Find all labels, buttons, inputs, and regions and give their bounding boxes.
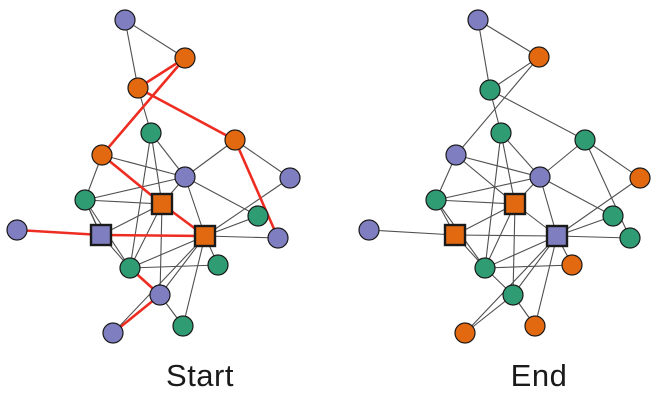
edge-a-b <box>124 19 186 59</box>
green-circle-node-l <box>602 205 624 227</box>
purple-circle-node-k <box>6 219 28 241</box>
orange-circle-node-c <box>127 77 149 99</box>
green-circle-node-d <box>140 122 162 144</box>
orange-circle-node-f <box>224 129 246 151</box>
orange-circle-node-t <box>454 322 476 344</box>
edge-b-e <box>455 56 540 156</box>
end-caption: End <box>510 358 568 393</box>
edge-g-l <box>539 176 614 217</box>
edge-n-p <box>484 235 558 269</box>
edge-n-s <box>534 235 558 327</box>
orange-square-node-i <box>503 192 527 216</box>
edge-i-r <box>512 203 516 296</box>
orange-circle-node-b <box>174 47 196 69</box>
green-circle-node-p <box>474 257 496 279</box>
edge-d-p <box>484 132 502 269</box>
green-circle-node-f <box>574 129 596 151</box>
orange-square-node-m <box>443 223 467 247</box>
green-circle-node-l <box>247 205 269 227</box>
edge-h-i <box>84 199 163 205</box>
start-nodes <box>6 9 301 344</box>
purple-circle-node-r <box>149 284 171 306</box>
green-circle-node-c <box>479 79 501 101</box>
highlighted-edge-f-o <box>233 138 280 240</box>
highlighted-edge-b-e <box>100 56 187 157</box>
start-graph <box>6 9 301 344</box>
start-caption: Start <box>166 358 234 393</box>
edge-j-n <box>556 177 641 237</box>
purple-circle-node-o <box>267 227 289 249</box>
edge-n-t <box>464 235 558 334</box>
highlighted-edge-m-n <box>99 233 207 238</box>
orange-circle-node-s <box>524 315 546 337</box>
green-circle-node-h <box>425 189 447 211</box>
start-edges <box>15 19 291 335</box>
edge-f-j <box>584 139 641 179</box>
edge-a-b <box>477 19 540 58</box>
orange-circle-node-b <box>528 46 550 68</box>
end-graph <box>358 9 651 344</box>
edge-h-i <box>435 199 516 205</box>
green-circle-node-o <box>619 227 641 249</box>
edge-d-p <box>129 132 152 269</box>
green-circle-node-q <box>207 254 229 276</box>
purple-square-node-n <box>545 224 569 248</box>
edge-p-q <box>129 264 219 269</box>
edge-e-g <box>455 154 541 178</box>
edge-g-h <box>435 176 541 201</box>
orange-circle-node-q <box>561 254 583 276</box>
edge-d-i <box>500 132 516 205</box>
edge-p-q <box>484 264 573 269</box>
purple-circle-node-g <box>174 166 196 188</box>
edge-m-n <box>454 234 558 237</box>
orange-circle-node-j <box>629 167 651 189</box>
end-nodes <box>358 9 651 344</box>
edge-a-c <box>477 19 491 91</box>
purple-circle-node-t <box>102 322 124 344</box>
green-circle-node-r <box>502 284 524 306</box>
edge-e-g <box>101 154 186 178</box>
edge-n-o <box>556 235 631 239</box>
edge-d-i <box>150 132 163 205</box>
purple-square-node-m <box>89 223 113 247</box>
end-edges <box>368 19 641 334</box>
edge-f-o <box>584 139 631 239</box>
green-circle-node-p <box>119 257 141 279</box>
highlighted-edge-c-f <box>136 86 237 142</box>
edge-i-r <box>159 203 163 296</box>
purple-circle-node-j <box>279 167 301 189</box>
highlighted-edge-k-m <box>15 228 103 237</box>
green-circle-node-d <box>490 122 512 144</box>
edge-c-f <box>489 89 586 141</box>
green-circle-node-s <box>172 315 194 337</box>
edge-n-p <box>129 235 206 269</box>
edge-g-h <box>84 176 186 201</box>
orange-square-node-n <box>193 224 217 248</box>
green-circle-node-h <box>74 189 96 211</box>
purple-circle-node-k <box>358 219 380 241</box>
orange-circle-node-e <box>91 144 113 166</box>
purple-circle-node-g <box>529 166 551 188</box>
edge-f-j <box>234 139 291 179</box>
purple-circle-node-a <box>114 9 136 31</box>
edge-n-o <box>204 235 279 239</box>
edge-j-n <box>204 177 291 237</box>
edge-n-s <box>182 235 206 327</box>
purple-circle-node-a <box>467 9 489 31</box>
edge-k-m <box>368 229 456 236</box>
purple-circle-node-e <box>445 144 467 166</box>
orange-square-node-i <box>150 192 174 216</box>
edge-a-c <box>124 19 139 89</box>
edge-g-l <box>184 176 259 217</box>
